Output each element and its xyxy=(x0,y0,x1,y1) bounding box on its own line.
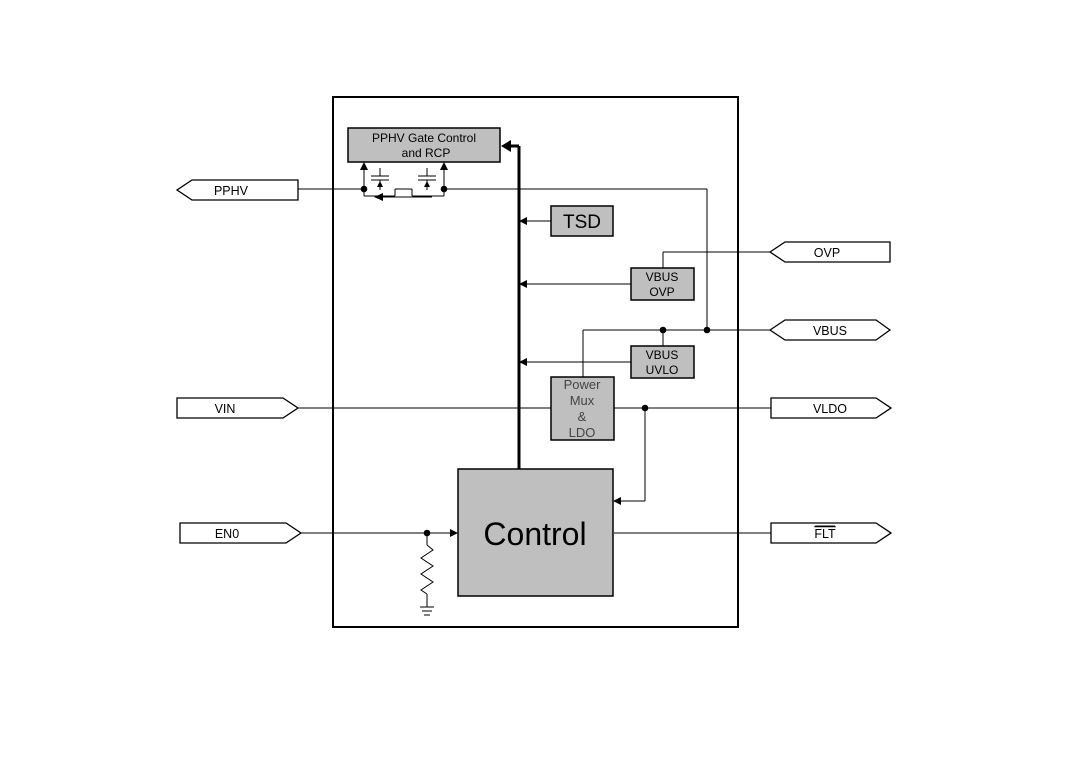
gate-control-block: PPHV Gate Control and RCP xyxy=(347,127,501,163)
gate-control-label-line1: PPHV Gate Control xyxy=(372,131,476,145)
control-block: Control xyxy=(457,468,614,597)
pin-vbus: VBUS xyxy=(768,319,892,341)
control-label: Control xyxy=(483,516,586,552)
tsd-block: TSD xyxy=(550,205,614,237)
chip-outline xyxy=(332,96,739,628)
power-mux-ldo-block: Power Mux & LDO xyxy=(550,376,615,441)
junction-dots xyxy=(360,185,711,537)
power-mux-label-line2: Mux xyxy=(570,393,595,408)
pin-vin-label: VIN xyxy=(215,402,236,416)
tsd-label: TSD xyxy=(563,212,601,233)
vbus-uvlo-label-line2: UVLO xyxy=(646,363,679,377)
gate-control-label-line2: and RCP xyxy=(402,146,451,160)
vbus-ovp-label-line2: OVP xyxy=(649,285,674,299)
pin-vldo-label: VLDO xyxy=(813,402,847,416)
vbus-uvlo-label-line1: VBUS xyxy=(646,348,679,362)
pphv-fet-pair xyxy=(371,175,436,201)
pin-vin: VIN xyxy=(176,397,300,419)
power-mux-label-line3: & xyxy=(578,409,587,424)
vbus-ovp-block: VBUS OVP xyxy=(630,267,695,301)
vbus-uvlo-block: VBUS UVLO xyxy=(630,345,695,379)
power-mux-label-line1: Power xyxy=(564,377,602,392)
pin-pphv-label: PPHV xyxy=(214,184,249,198)
pin-vbus-label: VBUS xyxy=(813,324,847,338)
control-bus xyxy=(510,144,521,469)
wires xyxy=(298,168,771,616)
pin-vldo: VLDO xyxy=(770,397,893,419)
arrowheads xyxy=(360,140,621,537)
pin-pphv: PPHV xyxy=(175,179,299,201)
power-mux-label-line4: LDO xyxy=(569,425,596,440)
pin-flt-label: FLT xyxy=(814,527,836,541)
pin-ovp-label: OVP xyxy=(814,246,840,260)
pin-en0-label: EN0 xyxy=(215,527,239,541)
vbus-ovp-label-line1: VBUS xyxy=(646,270,679,284)
pin-ovp: OVP xyxy=(768,241,891,263)
pin-en0: EN0 xyxy=(179,522,303,544)
pin-flt: FLT xyxy=(770,522,893,544)
